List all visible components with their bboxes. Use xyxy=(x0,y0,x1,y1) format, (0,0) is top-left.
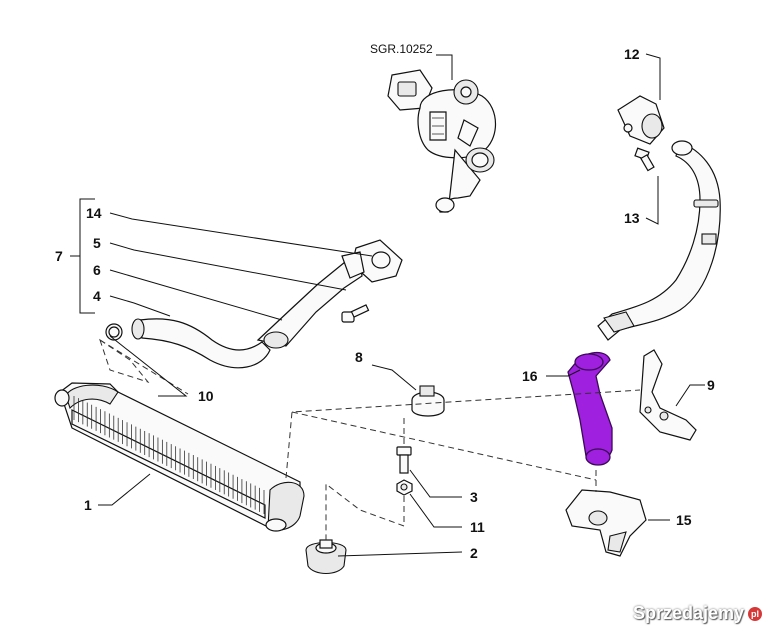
callout-11: 11 xyxy=(470,519,485,535)
bracket-9 xyxy=(639,349,697,441)
dash-line-upper xyxy=(285,389,641,479)
turbo-reference-code: SGR.10252 xyxy=(370,42,433,56)
callout-4: 4 xyxy=(93,288,101,304)
hose-16-highlighted xyxy=(567,351,613,466)
turbocharger xyxy=(387,69,496,213)
bracket-15 xyxy=(565,489,647,557)
nut-11 xyxy=(396,479,413,496)
rubber-mount-2 xyxy=(305,539,347,575)
callout-14: 14 xyxy=(86,205,102,221)
callout-6: 6 xyxy=(93,262,101,278)
callout-2: 2 xyxy=(470,545,478,561)
callout-5: 5 xyxy=(93,235,101,251)
turbo-leader xyxy=(436,54,453,80)
callout-16: 16 xyxy=(522,368,538,384)
callout-7: 7 xyxy=(55,248,63,264)
callout-15: 15 xyxy=(676,512,692,528)
watermark: Sprzedajemy pl xyxy=(633,603,762,624)
intake-pipe xyxy=(597,140,721,341)
callout-3: 3 xyxy=(470,489,478,505)
dash-line-10 xyxy=(99,339,189,395)
bolt-13 xyxy=(634,147,655,172)
callout-1: 1 xyxy=(84,497,92,513)
callout-12: 12 xyxy=(624,46,640,62)
clamp-8 xyxy=(411,385,445,417)
intercooler-fins xyxy=(73,396,265,514)
callout-10: 10 xyxy=(198,388,214,404)
dash-line-lower xyxy=(325,482,405,540)
intercooler xyxy=(54,382,305,532)
watermark-text: Sprzedajemy xyxy=(632,603,744,623)
callout-13: 13 xyxy=(624,210,640,226)
callout-9: 9 xyxy=(707,377,715,393)
bolt-3 xyxy=(396,446,412,474)
watermark-badge: pl xyxy=(748,606,762,621)
flange-12 xyxy=(617,95,665,145)
bolt-5 xyxy=(341,304,370,323)
charge-pipe-assembly xyxy=(105,239,403,369)
callout-8: 8 xyxy=(355,349,363,365)
